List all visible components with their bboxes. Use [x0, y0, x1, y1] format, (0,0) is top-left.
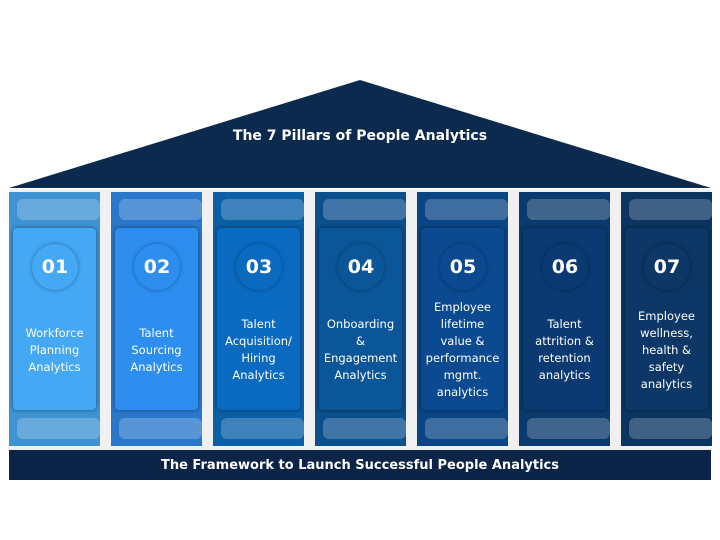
pillar-plinth	[425, 418, 508, 439]
pillar-capital	[17, 199, 100, 220]
pillar-07: 07 Employee wellness, health & safety an…	[621, 192, 712, 446]
pillar-panel: 03 Talent Acquisition/ Hiring Analytics	[217, 228, 300, 410]
pillar-number-badge: 07	[644, 244, 690, 290]
pillar-number: 02	[143, 256, 171, 278]
pillar-number: 06	[551, 256, 579, 278]
pillar-plinth	[17, 418, 100, 439]
pillar-number: 03	[245, 256, 273, 278]
pillar-label: Onboarding & Engagement Analytics	[323, 317, 398, 382]
pillar-number-badge: 06	[542, 244, 588, 290]
pillar-number-badge: 04	[338, 244, 384, 290]
diagram-title: The 7 Pillars of People Analytics	[232, 128, 488, 144]
pillar-number-badge: 03	[236, 244, 282, 290]
pillar-plinth	[323, 418, 406, 439]
pillar-capital	[221, 199, 304, 220]
pillar-capital	[323, 199, 406, 220]
pillar-03: 03 Talent Acquisition/ Hiring Analytics	[213, 192, 304, 446]
pillar-04: 04 Onboarding & Engagement Analytics	[315, 192, 406, 446]
pillar-number: 07	[653, 256, 681, 278]
pillar-panel: 02 Talent Sourcing Analytics	[115, 228, 198, 410]
pillar-number: 05	[449, 256, 477, 278]
pillar-label: Talent Sourcing Analytics	[130, 325, 183, 374]
pillar-label: Talent Acquisition/ Hiring Analytics	[225, 317, 292, 382]
pillar-plinth	[527, 418, 610, 439]
pillar-capital	[527, 199, 610, 220]
pillar-capital	[119, 199, 202, 220]
pillar-02: 02 Talent Sourcing Analytics	[111, 192, 202, 446]
pillar-label: Talent attrition & retention analytics	[535, 317, 594, 382]
pillar-capital	[425, 199, 508, 220]
pillar-05: 05 Employee lifetime value & performance…	[417, 192, 508, 446]
pillar-plinth	[629, 418, 712, 439]
pillar-panel: 07 Employee wellness, health & safety an…	[625, 228, 708, 410]
pillar-panel: 04 Onboarding & Engagement Analytics	[319, 228, 402, 410]
pillar-label: Employee lifetime value & performance mg…	[425, 300, 500, 399]
pillar-panel: 06 Talent attrition & retention analytic…	[523, 228, 606, 410]
pillar-06: 06 Talent attrition & retention analytic…	[519, 192, 610, 446]
pillar-panel: 01 Workforce Planning Analytics	[13, 228, 96, 410]
pillar-number-badge: 05	[440, 244, 486, 290]
pillar-plinth	[221, 418, 304, 439]
pillar-number-badge: 02	[134, 244, 180, 290]
pillar-number: 01	[41, 256, 69, 278]
pillar-plinth	[119, 418, 202, 439]
pillar-capital	[629, 199, 712, 220]
foundation-bar: The Framework to Launch Successful Peopl…	[9, 450, 711, 480]
pillar-number-badge: 01	[32, 244, 78, 290]
footer-text: The Framework to Launch Successful Peopl…	[160, 457, 560, 473]
pillar-01: 01 Workforce Planning Analytics	[9, 192, 100, 446]
pillar-label: Employee wellness, health & safety analy…	[638, 308, 695, 391]
roof	[9, 80, 711, 188]
roof-triangle	[9, 80, 711, 188]
pillar-panel: 05 Employee lifetime value & performance…	[421, 228, 504, 410]
pillar-number: 04	[347, 256, 375, 278]
pillar-label: Workforce Planning Analytics	[25, 325, 84, 374]
